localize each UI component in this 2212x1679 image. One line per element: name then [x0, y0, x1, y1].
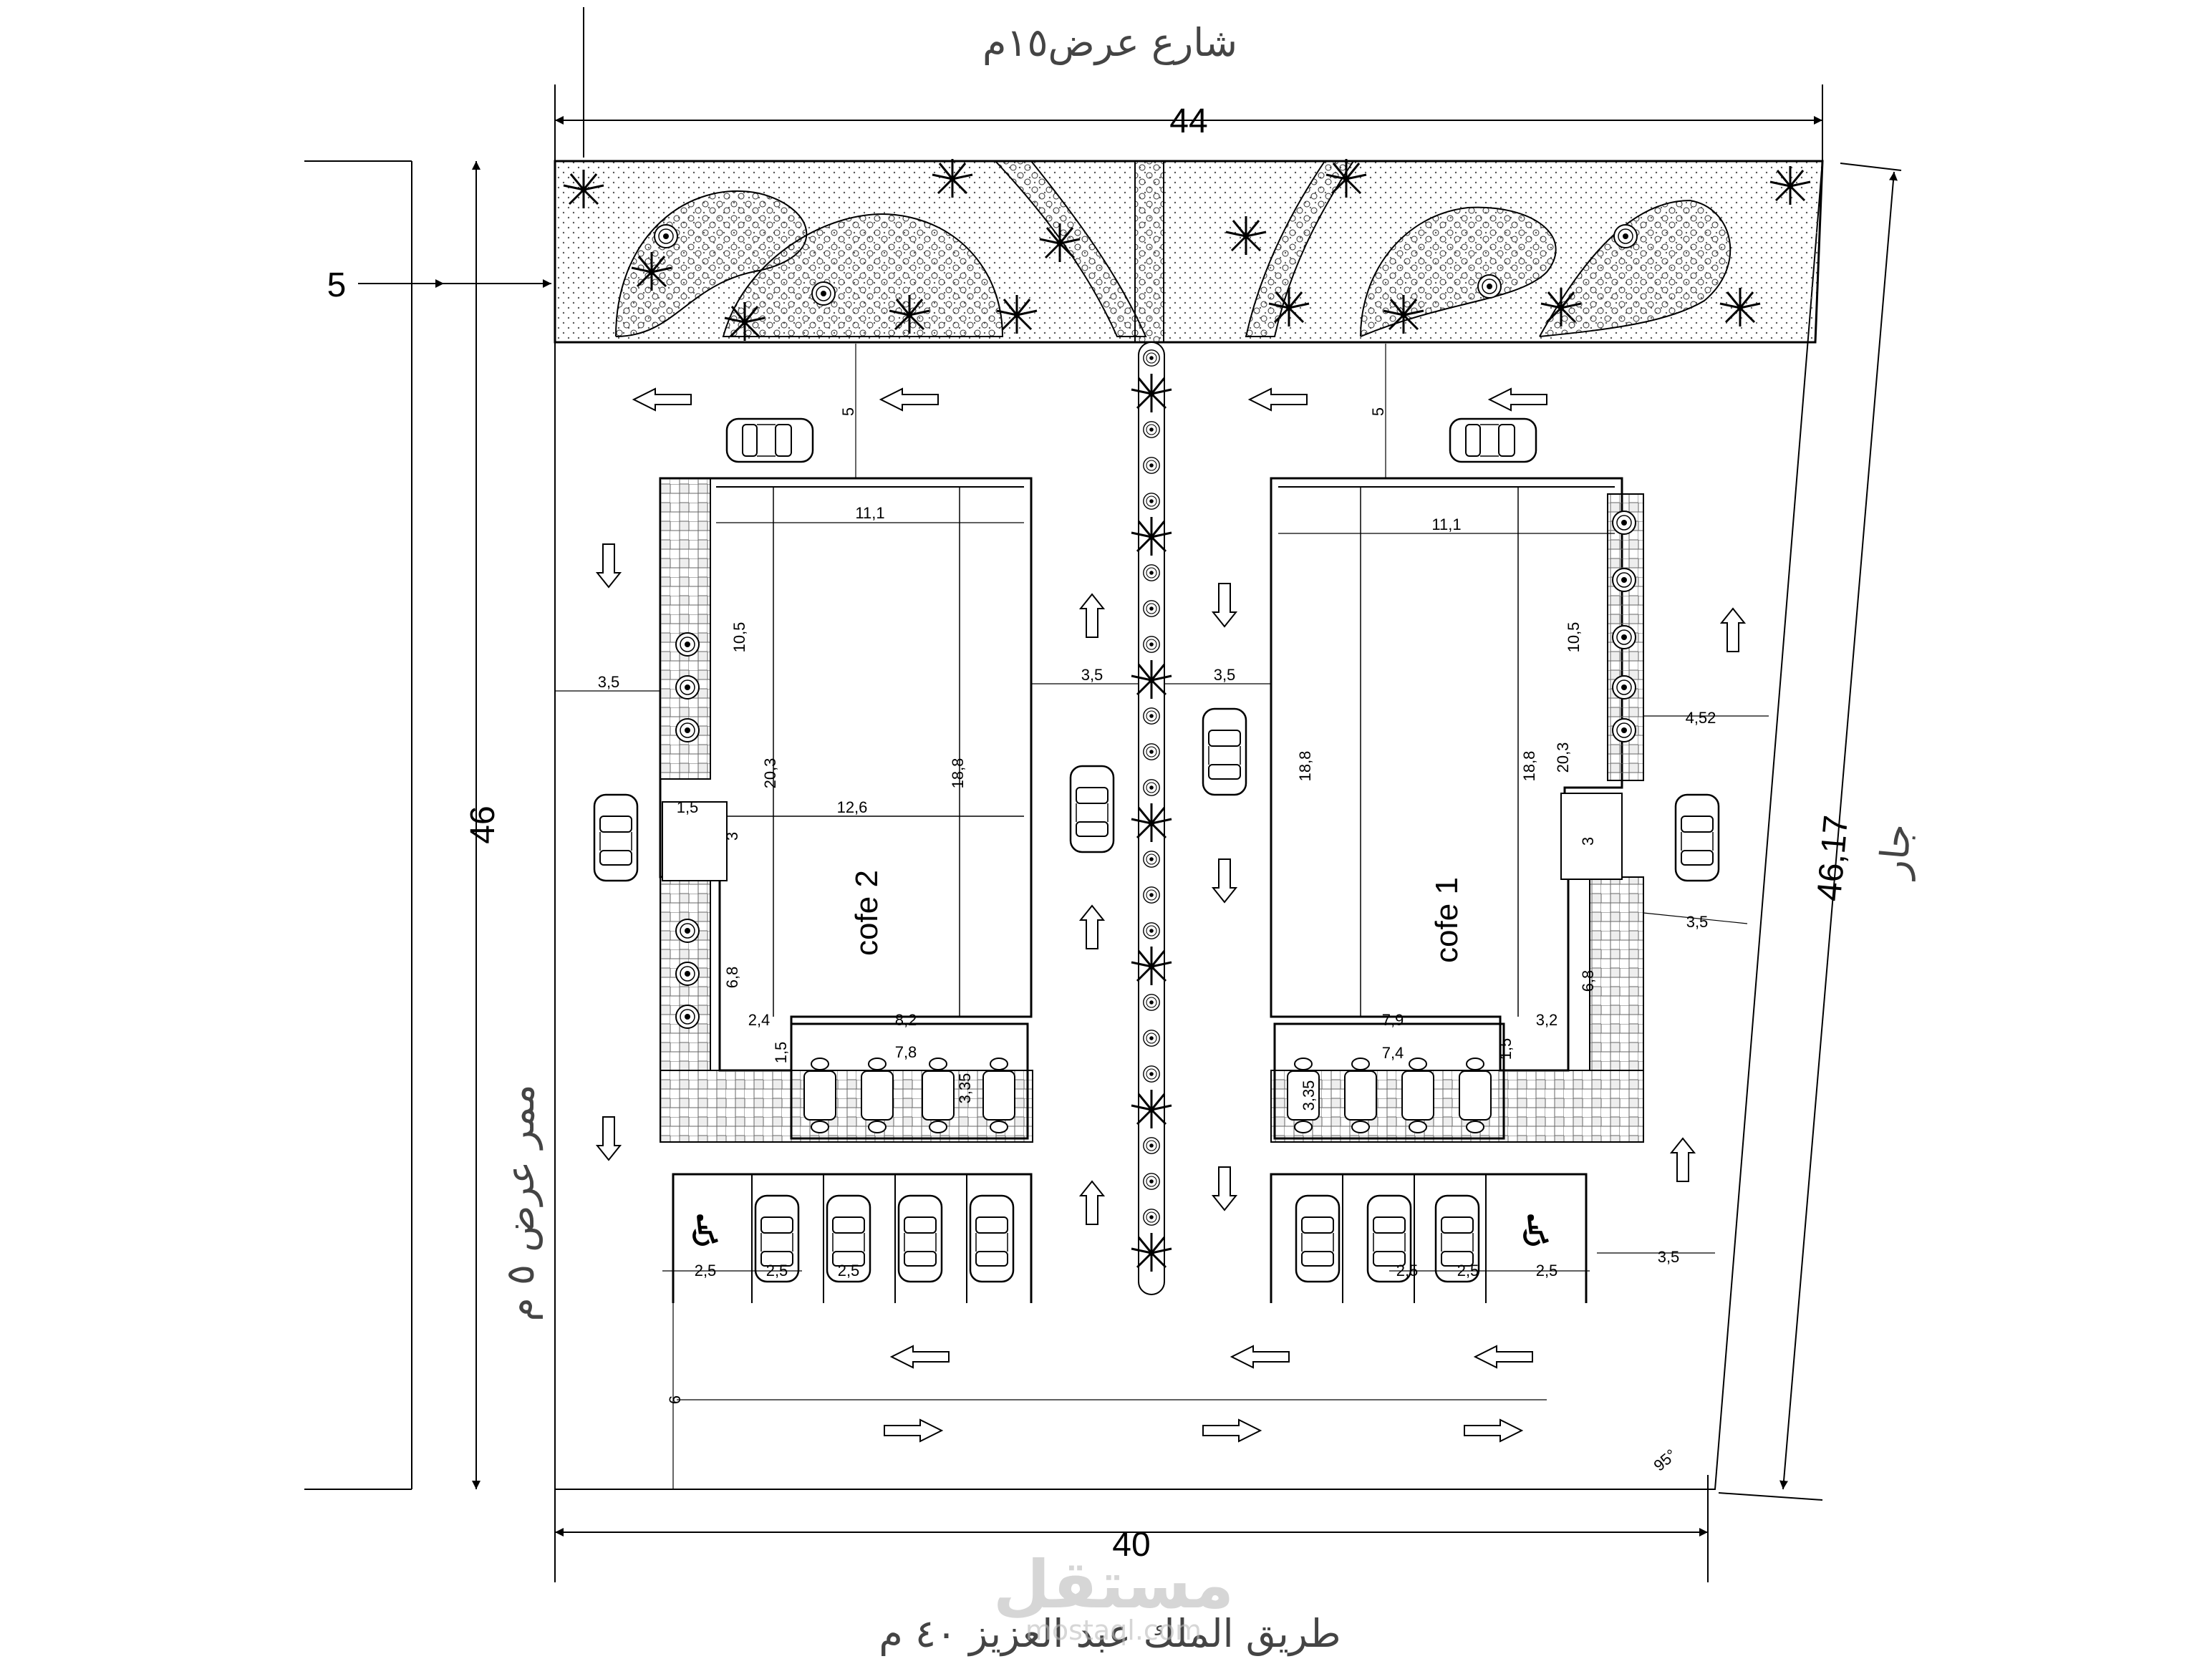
- shrub-icon: [1143, 886, 1160, 904]
- svg-text:11,1: 11,1: [1431, 516, 1461, 533]
- shrub-icon: [1143, 922, 1160, 939]
- svg-text:مستقل: مستقل: [993, 1547, 1234, 1623]
- shrub-icon: [1143, 636, 1160, 653]
- svg-text:3,2: 3,2: [1536, 1011, 1558, 1029]
- site-boundary: [554, 160, 1824, 1490]
- svg-text:6,8: 6,8: [723, 967, 741, 989]
- svg-text:8,2: 8,2: [895, 1011, 917, 1029]
- shrub-icon: [1143, 743, 1160, 760]
- shrub-icon: [1143, 851, 1160, 868]
- svg-text:6,8: 6,8: [1579, 970, 1597, 992]
- svg-text:12,6: 12,6: [837, 798, 868, 816]
- landscape-strip: [554, 158, 1824, 344]
- svg-text:3,5: 3,5: [1658, 1248, 1680, 1266]
- shrub-icon: [1143, 564, 1160, 581]
- parking-left: ♿ 2,5 2,5 2,5: [662, 1173, 1033, 1303]
- svg-text:46,17: 46,17: [1810, 814, 1855, 903]
- top-dimension: 44: [554, 7, 1823, 165]
- accessible-parking-icon: ♿: [1517, 1206, 1555, 1257]
- shrub-icon: [1143, 779, 1160, 796]
- shrub-icon: [1143, 1137, 1160, 1154]
- svg-text:1,5: 1,5: [772, 1042, 790, 1064]
- palm-tree-icon: [1130, 802, 1173, 843]
- shrub-icon: [1143, 493, 1160, 510]
- svg-text:3,35: 3,35: [1300, 1080, 1318, 1111]
- svg-text:2,4: 2,4: [748, 1011, 771, 1029]
- svg-text:3: 3: [723, 832, 741, 841]
- svg-text:mostaql.com: mostaql.com: [1025, 1615, 1202, 1646]
- shrub-icon: [1143, 600, 1160, 617]
- svg-text:1,5: 1,5: [677, 798, 699, 816]
- accessible-parking-icon: ♿: [686, 1206, 725, 1257]
- svg-text:4,52: 4,52: [1686, 709, 1716, 727]
- shrub-icon: [1143, 457, 1160, 474]
- svg-text:40: 40: [1112, 1526, 1150, 1564]
- svg-text:10,5: 10,5: [1565, 622, 1583, 653]
- svg-text:5: 5: [327, 266, 347, 304]
- right-dimension: 46,17 جار: [1718, 163, 1921, 1501]
- svg-text:10,5: 10,5: [730, 622, 748, 653]
- svg-text:3: 3: [1579, 837, 1597, 846]
- palm-tree-icon: [1130, 516, 1173, 557]
- cafe-2-label: cofe 2: [849, 870, 884, 956]
- cafe-2-block: cofe 2 11,1 10,5 20,3 18,8 12,6 1,5 3 6,…: [659, 477, 1033, 1143]
- shrub-icon: [1143, 349, 1160, 367]
- top-street-label: شارع عرض١٥م: [982, 20, 1237, 65]
- bottom-street-label: طريق الملك عبد العزيز ٤٠ م: [879, 1611, 1341, 1657]
- shrub-icon: [1143, 1173, 1160, 1190]
- svg-text:1,5: 1,5: [1497, 1038, 1515, 1060]
- svg-text:20,3: 20,3: [1554, 742, 1572, 773]
- svg-text:2,5: 2,5: [695, 1262, 717, 1279]
- svg-text:5: 5: [839, 407, 857, 416]
- shrub-icon: [1143, 1065, 1160, 1083]
- palm-tree-icon: [1130, 945, 1173, 987]
- svg-text:3,35: 3,35: [956, 1073, 974, 1104]
- shrub-icon: [1143, 994, 1160, 1011]
- shrub-icon: [1143, 1030, 1160, 1047]
- setback-dimension: 5: [327, 266, 551, 304]
- left-passage-label: ممر عرض ٥ م: [498, 1084, 543, 1321]
- right-neighbor-label: جار: [1870, 822, 1921, 882]
- palm-tree-icon: [1130, 659, 1173, 700]
- svg-text:46: 46: [464, 805, 502, 843]
- svg-text:7,4: 7,4: [1382, 1044, 1404, 1062]
- svg-text:18,8: 18,8: [1296, 751, 1314, 782]
- svg-text:95°: 95°: [1650, 1446, 1680, 1475]
- bottom-dimension: 40: [554, 1475, 1709, 1582]
- svg-text:6: 6: [666, 1395, 684, 1404]
- palm-tree-icon: [1130, 1232, 1173, 1273]
- svg-text:3,5: 3,5: [1081, 666, 1103, 684]
- shrub-icon: [1143, 1209, 1160, 1226]
- svg-text:11,1: 11,1: [855, 504, 884, 522]
- svg-text:3,5: 3,5: [1214, 666, 1236, 684]
- svg-text:2,5: 2,5: [766, 1262, 788, 1279]
- svg-text:2,5: 2,5: [838, 1262, 860, 1279]
- left-dimension: 46: [304, 160, 502, 1490]
- svg-text:3,5: 3,5: [598, 673, 620, 691]
- cafe-1-label: cofe 1: [1429, 877, 1464, 963]
- svg-text:2,5: 2,5: [1396, 1262, 1419, 1279]
- svg-text:20,3: 20,3: [761, 758, 779, 789]
- shrub-icon: [1143, 707, 1160, 725]
- cafe-1-block: cofe 1 11,1 10,5 20,3 18,8 18,8 3 6,8 3,…: [1270, 477, 1644, 1143]
- svg-text:18,8: 18,8: [949, 758, 967, 789]
- parking-right: ♿ 2,5 2,5 2,5: [1270, 1173, 1590, 1303]
- watermark: مستقل mostaql.com: [993, 1547, 1234, 1646]
- svg-text:7,8: 7,8: [895, 1043, 917, 1061]
- svg-text:5: 5: [1369, 407, 1387, 416]
- traffic-arrows: [597, 388, 1745, 1442]
- svg-text:18,8: 18,8: [1520, 751, 1538, 782]
- palm-tree-icon: [1130, 1088, 1173, 1130]
- svg-text:2,5: 2,5: [1457, 1262, 1479, 1279]
- shrub-icon: [1143, 421, 1160, 438]
- svg-text:44: 44: [1169, 102, 1207, 140]
- palm-tree-icon: [1130, 372, 1173, 414]
- svg-text:3,5: 3,5: [1686, 913, 1709, 931]
- svg-text:2,5: 2,5: [1536, 1262, 1558, 1279]
- svg-text:7,9: 7,9: [1382, 1011, 1404, 1029]
